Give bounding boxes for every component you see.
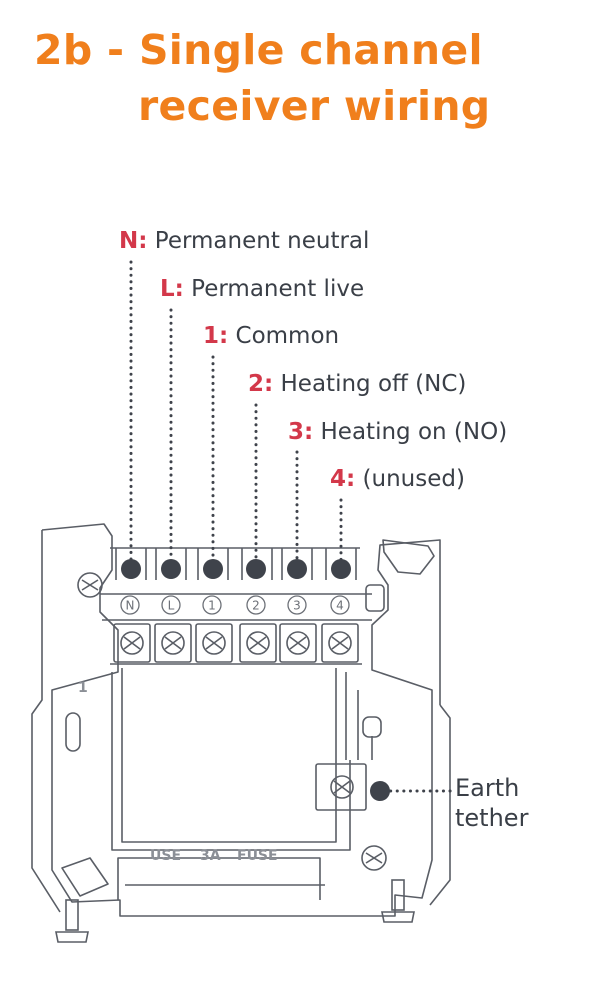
label-desc: Heating on (NO) xyxy=(320,419,508,445)
label-live: L: Permanent live xyxy=(160,275,364,303)
earth-line-1: Earth xyxy=(455,774,520,802)
dot-N xyxy=(121,559,141,579)
terminal-markings: N L 1 2 3 4 xyxy=(120,595,350,615)
label-key: 4: xyxy=(330,466,356,492)
dot-earth xyxy=(370,781,390,801)
mark-4: 4 xyxy=(336,599,344,613)
mark-3: 3 xyxy=(293,599,301,613)
title-line-1: 2b - Single channel xyxy=(34,26,483,74)
label-heating-off: 2: Heating off (NC) xyxy=(248,370,466,398)
dot-L xyxy=(161,559,181,579)
label-desc: Heating off (NC) xyxy=(280,371,467,397)
label-heating-on: 3: Heating on (NO) xyxy=(288,418,507,446)
earth-line-2: tether xyxy=(455,804,529,832)
mounting-screws xyxy=(77,572,387,871)
label-neutral: N: Permanent neutral xyxy=(119,227,369,255)
label-desc: Permanent live xyxy=(191,276,365,302)
label-key: 2: xyxy=(248,371,274,397)
label-unused: 4: (unused) xyxy=(330,465,465,493)
label-key: N: xyxy=(119,228,148,254)
connection-dots xyxy=(121,559,390,801)
label-common: 1: Common xyxy=(203,322,339,350)
dot-1 xyxy=(203,559,223,579)
mark-L: L xyxy=(168,599,175,613)
dot-4 xyxy=(331,559,351,579)
terminal-block xyxy=(113,623,359,663)
leader-lines xyxy=(129,260,454,793)
mark-N: N xyxy=(126,599,135,613)
earth-terminal xyxy=(315,763,367,811)
silk-fuse: FUSE xyxy=(237,848,278,864)
dot-3 xyxy=(287,559,307,579)
mark-2: 2 xyxy=(252,599,260,613)
silk-amp: 3A xyxy=(200,848,221,864)
title-line-2: receiver wiring xyxy=(138,82,491,130)
silk-use: USE xyxy=(150,848,181,864)
label-desc: Common xyxy=(235,323,340,349)
dot-2 xyxy=(246,559,266,579)
silk-side: 1 xyxy=(78,680,88,696)
bottom-screws xyxy=(55,879,415,943)
earth-tether-label: Earth tether xyxy=(455,773,528,833)
label-key: 1: xyxy=(203,323,229,349)
mark-1: 1 xyxy=(208,599,216,613)
label-key: L: xyxy=(160,276,184,302)
label-desc: (unused) xyxy=(362,466,465,492)
terminal-slots xyxy=(115,548,357,580)
label-key: 3: xyxy=(288,419,314,445)
label-desc: Permanent neutral xyxy=(154,228,370,254)
page-title: 2b - Single channel receiver wiring xyxy=(34,22,490,134)
